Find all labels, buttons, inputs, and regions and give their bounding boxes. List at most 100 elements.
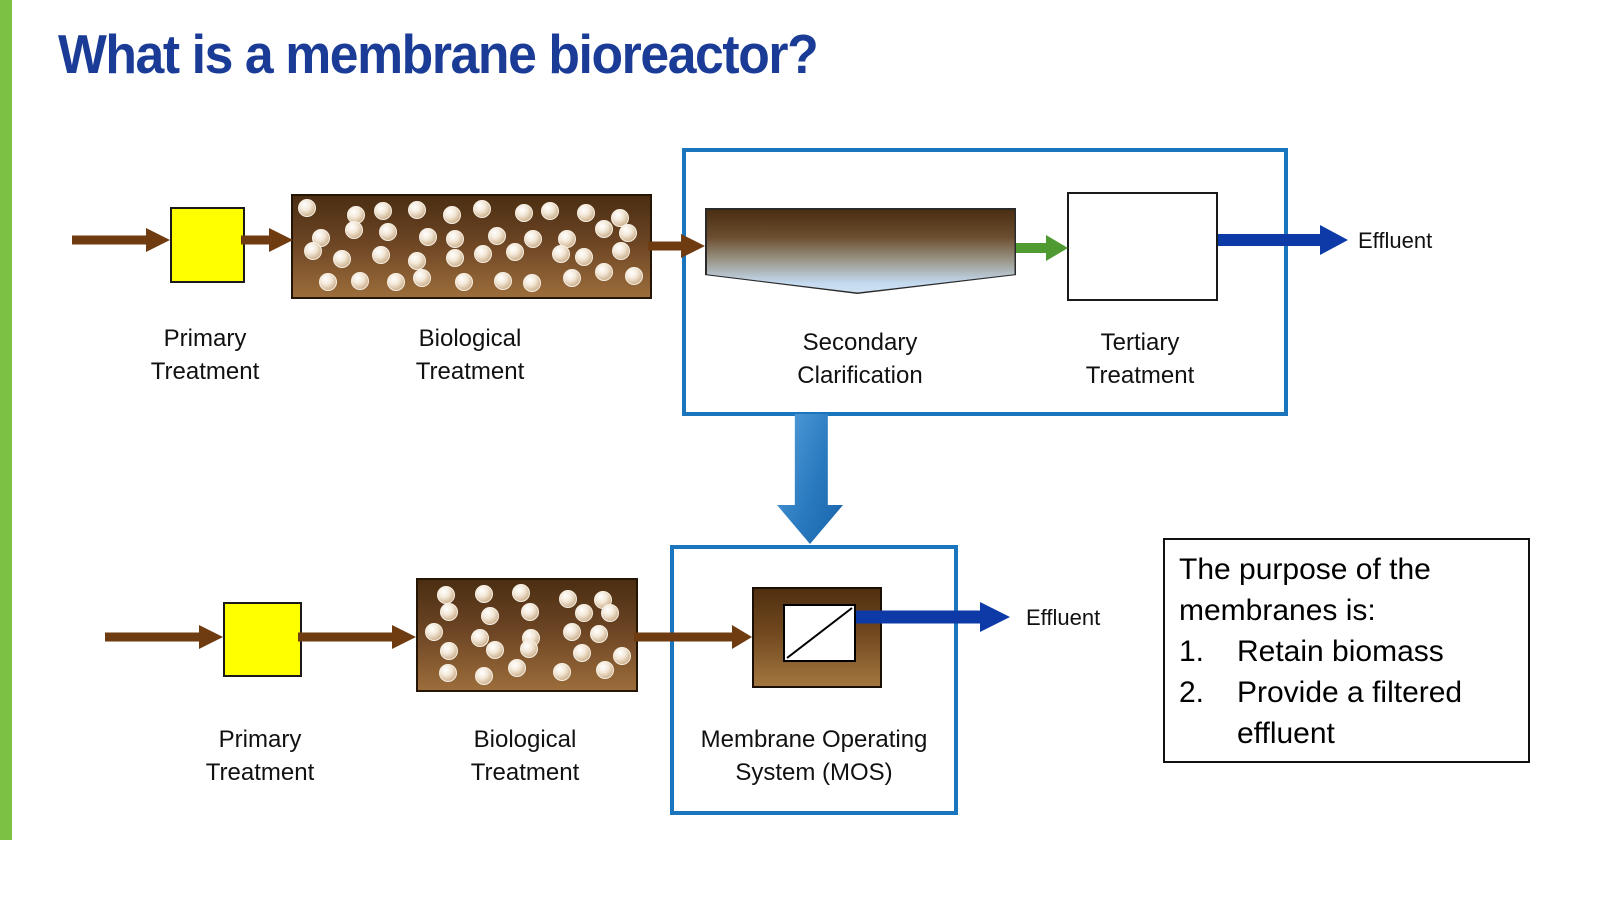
sludge-dot [419, 228, 438, 247]
label-primary-treatment-bottom: Primary Treatment [205, 726, 315, 786]
sludge-dot [540, 202, 559, 220]
arrow-head [269, 228, 293, 252]
conventional-group-outline [682, 148, 1288, 416]
sludge-dot [522, 273, 541, 292]
sludge-dot [512, 583, 531, 602]
sludge-dot [407, 251, 426, 270]
sludge-dot [474, 584, 493, 603]
sludge-dot [443, 205, 462, 224]
sludge-dot [378, 222, 397, 241]
flow-arrow-green [1016, 235, 1068, 261]
label-secondary-clarification: Secondary Clarification [797, 329, 923, 389]
sludge-dot [446, 229, 465, 248]
sludge-dot [412, 269, 431, 287]
arrow-shaft [852, 610, 980, 624]
arrow-head [732, 625, 752, 649]
sludge-dot [488, 226, 507, 245]
tertiary-treatment-box [1067, 192, 1218, 301]
arrow-shaft [648, 241, 681, 251]
sludge-dot [524, 230, 543, 249]
secondary-clarification-shape [705, 208, 1016, 294]
sludge-dot [589, 624, 608, 643]
label-biological-treatment-bottom: Biological Treatment [470, 726, 580, 786]
influent-arrow-top [72, 225, 170, 255]
sludge-dot [374, 202, 393, 221]
label-biological-treatment-top: Biological Treatment [415, 325, 525, 385]
arrow-head [199, 625, 223, 649]
sludge-dot [485, 640, 504, 659]
purpose-item-number: 1. [1179, 635, 1205, 668]
arrow-shaft [298, 632, 392, 642]
sludge-dot [436, 585, 455, 604]
flow-arrow-top-2 [648, 231, 705, 261]
purpose-item: 2. Provide a filtered effluent [1179, 672, 1514, 754]
sludge-dot [572, 643, 591, 662]
sludge-dot [611, 241, 630, 260]
sludge-dot [563, 269, 582, 288]
arrow-head [681, 234, 705, 258]
flow-arrow-bottom-1 [298, 622, 416, 652]
sludge-dot [613, 647, 632, 666]
sludge-dot [552, 663, 571, 682]
arrow-shaft [1218, 234, 1320, 246]
sludge-dot [595, 263, 614, 282]
sludge-dot [562, 623, 581, 642]
biological-treatment-box-top [291, 194, 652, 299]
sludge-dot [439, 602, 458, 621]
sludge-dot [470, 629, 489, 648]
sludge-dot [445, 248, 464, 267]
sludge-dot [481, 606, 500, 625]
arrow-shaft [1016, 243, 1046, 253]
effluent-label-top: Effluent [1358, 228, 1433, 253]
sludge-dot [619, 223, 638, 242]
arrow-head [1046, 235, 1068, 261]
sludge-dot [494, 272, 513, 291]
arrow-shaft [634, 632, 732, 642]
down-arrow [777, 414, 843, 544]
sludge-dot [372, 246, 390, 265]
arrow-head [980, 602, 1010, 632]
sludge-dot [595, 220, 614, 239]
label-membrane-operating-system: Membrane Operating System (MOS) [700, 726, 928, 786]
mos-group-outline [670, 545, 958, 815]
sludge-dot [350, 272, 369, 291]
sludge-dot [473, 199, 492, 218]
sludge-dot [576, 203, 595, 222]
effluent-arrow-top [1218, 225, 1348, 255]
sludge-dot [610, 208, 629, 227]
sludge-dot [424, 623, 443, 642]
label-primary-treatment-top: Primary Treatment [150, 325, 260, 385]
sludge-dot [575, 248, 594, 267]
sludge-dot [508, 658, 527, 677]
influent-arrow-bottom [105, 622, 223, 652]
sludge-dot [519, 640, 538, 659]
membrane-diagonal [786, 607, 853, 659]
membrane-element [783, 604, 856, 662]
clarifier-fill [706, 209, 1015, 293]
arrow-head [1320, 225, 1348, 255]
sludge-dot [475, 666, 494, 685]
arrow-shaft [105, 632, 199, 642]
sludge-dot [551, 245, 570, 263]
slide-title: What is a membrane bioreactor? [58, 23, 819, 85]
purpose-item: 1. Retain biomass [1179, 631, 1514, 672]
sludge-dot [558, 590, 577, 609]
purpose-item-number: 2. [1179, 676, 1205, 709]
sludge-dot [439, 664, 458, 682]
sludge-dot [333, 249, 352, 268]
sludge-dot [297, 198, 316, 217]
effluent-arrow-bottom [852, 602, 1010, 632]
arrow-shaft [241, 235, 269, 245]
sludge-dot [520, 603, 539, 622]
flow-arrow-top-1 [241, 225, 293, 255]
sludge-dot [345, 221, 364, 240]
sludge-dot [505, 242, 524, 261]
primary-treatment-box-top [170, 207, 245, 283]
primary-treatment-box-bottom [223, 602, 302, 677]
purpose-intro: The purpose of the membranes is: [1179, 553, 1431, 627]
purpose-item-text: Retain biomass [1237, 635, 1444, 668]
arrow-shaft [72, 235, 146, 245]
effluent-label-bottom: Effluent [1026, 605, 1101, 630]
accent-bar [0, 0, 12, 840]
